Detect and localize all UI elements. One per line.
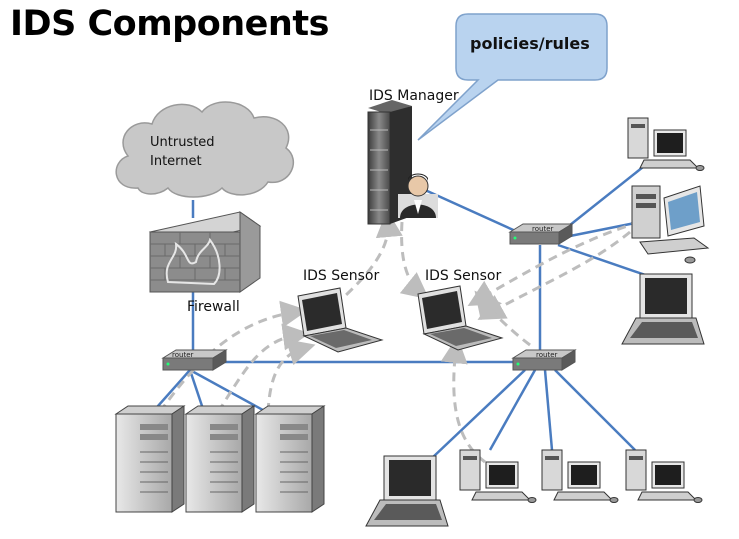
firewall-label: Firewall [187,299,240,315]
laptop-icon [365,455,449,527]
router-icon [511,349,577,371]
router-icon [161,349,228,371]
tower-server-icon [114,405,186,513]
admin-person-icon [398,173,438,218]
desktop-computer-icon [631,185,710,264]
internet-label: Untrusted Internet [150,133,215,171]
router-icon [508,223,574,245]
tower-server-icon [184,405,256,513]
policies-callout [417,13,608,141]
callout-text: policies/rules [470,34,590,53]
desktop-computer-icon [459,449,537,503]
monitoring-arrows [158,210,641,464]
router-label: router [536,351,557,359]
internet-label-line1: Untrusted [150,135,215,150]
desktop-computer-icon [625,449,703,503]
ids-sensor-left-label: IDS Sensor [303,268,380,284]
firewall-icon [148,211,262,293]
laptop-icon [417,285,504,351]
router-label: router [172,351,193,359]
cloud-icon [115,101,295,198]
desktop-computer-icon [627,117,705,171]
router-label: router [532,225,553,233]
page-title: IDS Components [10,4,329,44]
tower-server-icon [254,405,326,513]
laptop-icon [297,287,384,353]
desktop-computer-icon [541,449,619,503]
laptop-icon [621,273,705,345]
internet-label-line2: Internet [150,154,202,169]
ids-sensor-right-label: IDS Sensor [425,268,502,284]
ids-manager-label: IDS Manager [369,88,459,104]
